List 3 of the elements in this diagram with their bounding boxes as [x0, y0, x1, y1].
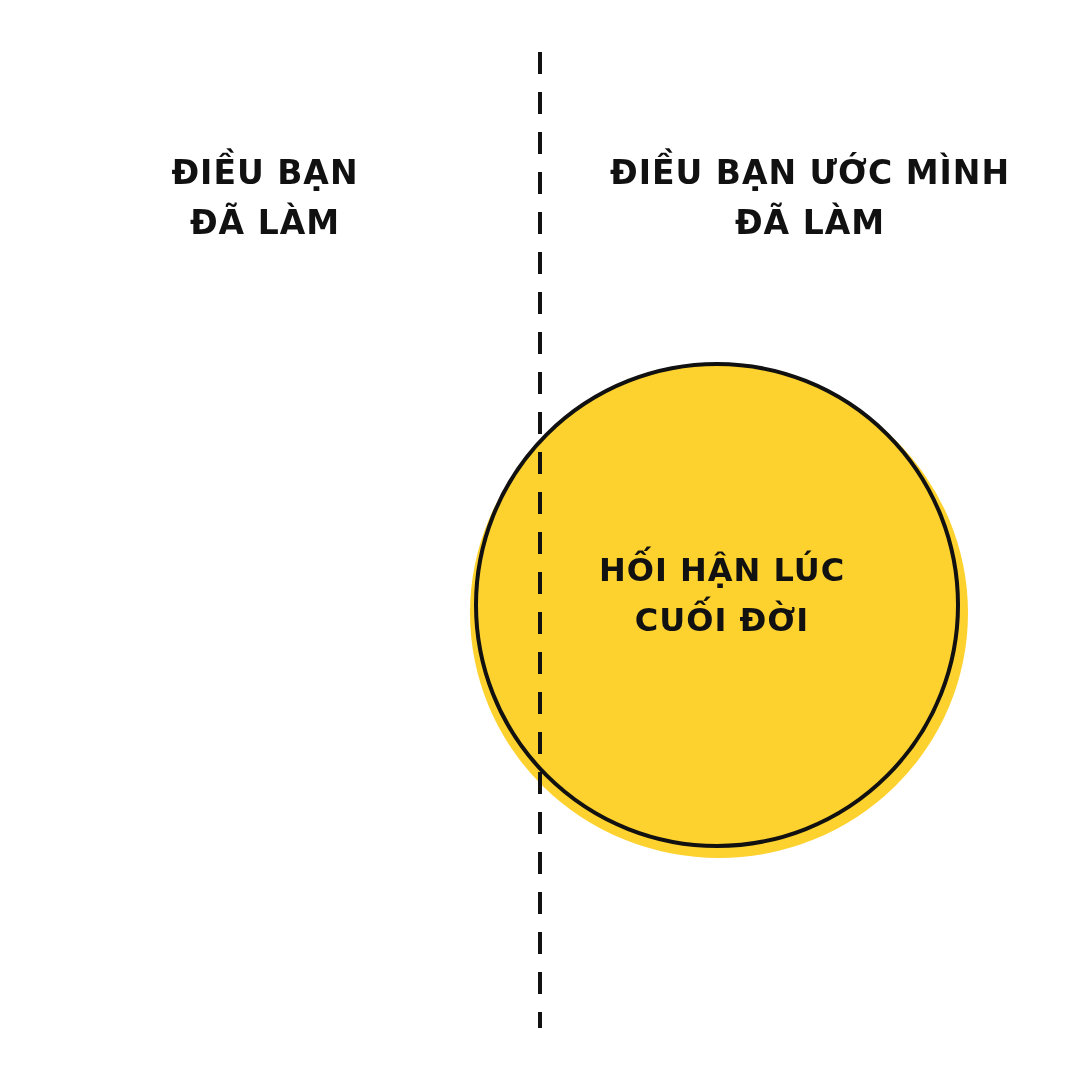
- column-heading: ĐIỀU BẠN ƯỚC MÌNH ĐÃ LÀM: [600, 148, 1020, 248]
- circle-label: HỐI HẬN LÚC CUỐI ĐỜI: [562, 545, 882, 645]
- column-heading: ĐIỀU BẠN ĐÃ LÀM: [140, 148, 390, 248]
